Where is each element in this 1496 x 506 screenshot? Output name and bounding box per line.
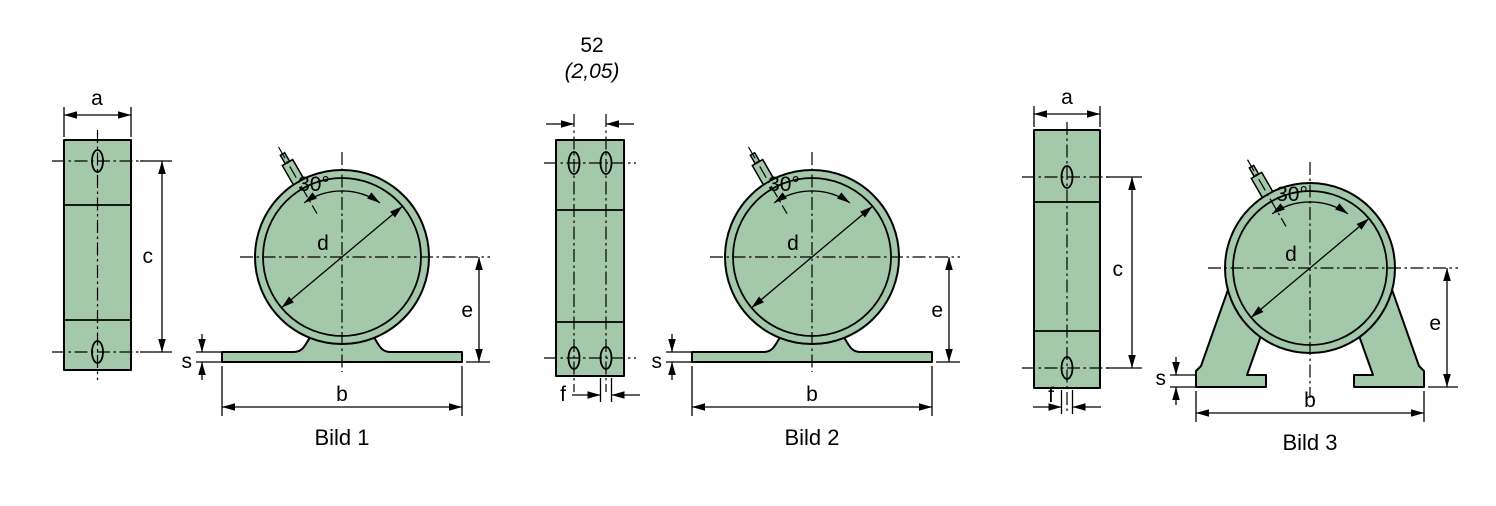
dim-52: 52 (2,05) xyxy=(546,34,634,128)
bild2-side-view: 52 (2,05) f xyxy=(544,34,640,406)
dim-s: s xyxy=(1156,357,1196,405)
dim-e: e xyxy=(461,257,490,363)
dim-label-b: b xyxy=(336,383,348,406)
slot-hole xyxy=(567,346,581,370)
bolt-axis-centerline xyxy=(747,146,788,214)
dim-e: e xyxy=(1428,268,1458,388)
slot-hole xyxy=(91,149,104,173)
angle-label: 30° xyxy=(298,173,330,196)
dim-s: s xyxy=(652,334,692,380)
bild2: 52 (2,05) f 30 xyxy=(544,34,960,450)
dim-c: c xyxy=(1106,176,1142,369)
dim-label-f: f xyxy=(1048,384,1054,407)
dim-label-a: a xyxy=(91,87,103,110)
bild1-side-view: a c xyxy=(52,87,172,380)
dim-label-s: s xyxy=(182,350,193,373)
figure-caption: Bild 2 xyxy=(784,425,839,450)
dim-f: f xyxy=(560,378,640,406)
dim-d: d xyxy=(281,205,403,309)
bolt-axis-centerline xyxy=(1246,159,1287,227)
angle-label: 30° xyxy=(1276,183,1308,206)
clamp-bolt xyxy=(1248,164,1274,199)
dimension-line xyxy=(751,205,873,309)
angle-arc xyxy=(1271,201,1349,215)
dim-f: f xyxy=(1033,384,1101,414)
dim-label-e: e xyxy=(931,299,943,322)
dim-value-52: 52 xyxy=(580,34,603,57)
slot-hole xyxy=(567,151,581,175)
bild3: a c f xyxy=(1022,86,1458,455)
dim-label-s: s xyxy=(1156,367,1167,390)
dim-c: c xyxy=(140,160,172,353)
dim-label-c: c xyxy=(1113,258,1124,281)
dim-b: b xyxy=(1195,389,1425,422)
dim-label-b: b xyxy=(806,383,818,406)
dim-a: a xyxy=(63,87,132,137)
dim-label-f: f xyxy=(560,383,566,406)
slot-hole xyxy=(599,346,613,370)
bild3-front-view: 30° d e s b xyxy=(1156,159,1458,455)
dim-b: b xyxy=(221,366,463,416)
dim-label-s: s xyxy=(652,350,663,373)
dim-label-c: c xyxy=(143,245,154,268)
plate xyxy=(555,139,625,377)
bolt-axis-centerline xyxy=(277,146,318,214)
dim-d: d xyxy=(751,205,873,309)
dim-d: d xyxy=(1250,218,1370,318)
bild3-side-view: a c f xyxy=(1022,86,1142,414)
figure-caption: Bild 1 xyxy=(314,425,369,450)
dim-s: s xyxy=(182,334,222,380)
angle-dim: 30° xyxy=(1271,183,1349,215)
bild2-front-view: 30° d e s b xyxy=(652,146,960,450)
slot-hole xyxy=(1060,165,1074,189)
angle-arc xyxy=(303,190,381,204)
angle-dim: 30° xyxy=(768,173,851,204)
dim-b: b xyxy=(691,366,933,416)
angle-label: 30° xyxy=(768,173,800,196)
dim-label-a: a xyxy=(1061,86,1073,109)
angle-arc xyxy=(773,190,851,204)
angle-dim: 30° xyxy=(298,173,381,204)
dim-label-d: d xyxy=(787,232,799,255)
bild1: a c 30° xyxy=(52,87,490,450)
slot-hole xyxy=(1060,356,1074,380)
dim-e: e xyxy=(931,257,960,363)
dim-label-d: d xyxy=(317,232,329,255)
slot-hole xyxy=(599,151,613,175)
dim-label-b: b xyxy=(1304,389,1316,412)
dim-label-e: e xyxy=(1429,312,1441,335)
dim-a: a xyxy=(1033,86,1101,127)
dimension-line xyxy=(281,205,403,309)
slot-hole xyxy=(91,340,104,364)
dim-label-d: d xyxy=(1285,243,1297,266)
figure-caption: Bild 3 xyxy=(1282,430,1337,455)
dim-value-inch: (2,05) xyxy=(565,60,620,83)
bild1-front-view: 30° d e s b xyxy=(182,146,490,450)
dimension-line xyxy=(1250,218,1370,318)
dim-label-e: e xyxy=(461,299,473,322)
